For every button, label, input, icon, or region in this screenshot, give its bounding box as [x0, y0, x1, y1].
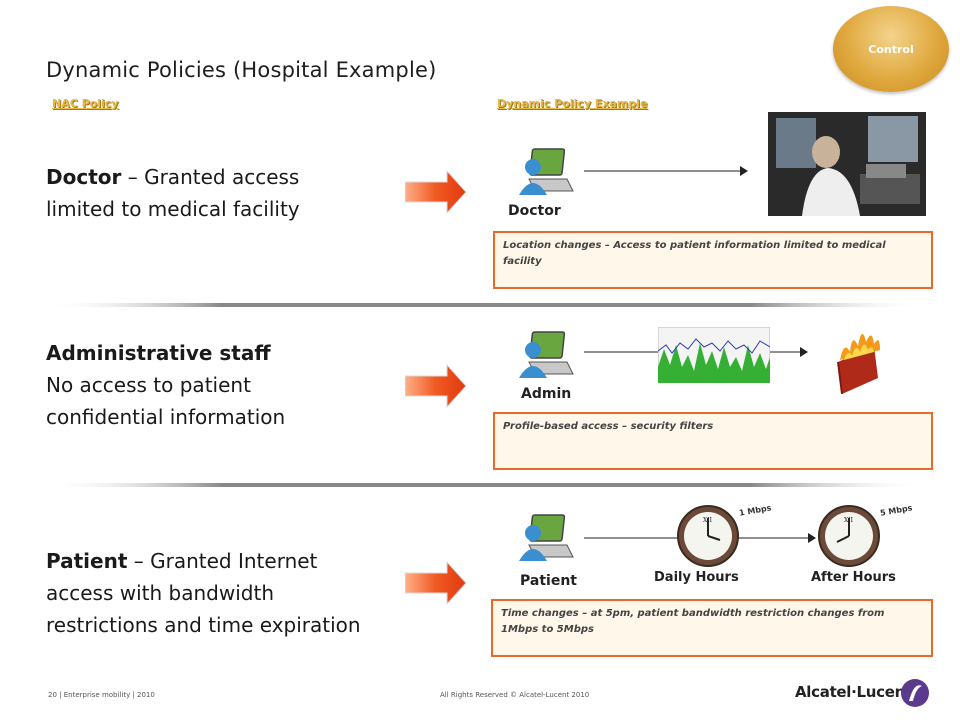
doctor-note: Location changes – Access to patient inf…	[493, 231, 933, 289]
svg-text:XII: XII	[844, 517, 854, 524]
admin-policy-text: Administrative staff No access to patien…	[46, 337, 285, 433]
clock-icon: XII	[818, 505, 880, 567]
alcatel-lucent-logo-icon	[901, 679, 929, 707]
dynamic-policy-header: Dynamic Policy Example	[497, 97, 648, 110]
svg-text:XII: XII	[703, 517, 713, 524]
patient-policy-text: Patient – Granted Internet access with b…	[46, 545, 361, 641]
rate-1mbps: 1 Mbps	[738, 503, 773, 518]
footer-page-info: 20 | Enterprise mobility | 2010	[48, 691, 155, 699]
admin-line3: confidential information	[46, 405, 286, 429]
laptop-user-icon	[519, 514, 574, 561]
patient-line2: access with bandwidth	[46, 581, 274, 605]
section-divider	[46, 303, 926, 307]
footer-copyright: All Rights Reserved © Alcatel-Lucent 201…	[440, 691, 590, 699]
arrow-right-icon	[405, 560, 467, 606]
laptop-user-icon	[519, 331, 574, 378]
doctor-photo	[768, 112, 926, 216]
admin-role: Administrative staff	[46, 341, 271, 365]
doctor-policy-text: Doctor – Granted access limited to medic…	[46, 161, 300, 225]
rate-5mbps: 5 Mbps	[879, 503, 914, 518]
page-title: Dynamic Policies (Hospital Example)	[46, 58, 437, 82]
doctor-role-rest: – Granted access	[121, 165, 300, 189]
after-hours-label: After Hours	[811, 570, 896, 585]
admin-note: Profile-based access – security filters	[493, 412, 933, 470]
control-badge-label: Control	[868, 42, 914, 56]
admin-user-label: Admin	[521, 386, 572, 402]
doctor-line2: limited to medical facility	[46, 197, 300, 221]
arrow-right-icon	[405, 169, 467, 215]
admin-line2: No access to patient	[46, 373, 251, 397]
patient-role-rest: – Granted Internet	[127, 549, 318, 573]
alcatel-lucent-wordmark: Alcatel·Lucent	[795, 683, 912, 701]
laptop-user-icon	[519, 148, 574, 195]
traffic-graph	[658, 327, 770, 383]
section-divider	[46, 483, 926, 487]
patient-user-label: Patient	[520, 573, 577, 589]
patient-role: Patient	[46, 549, 128, 573]
arrow-right-icon	[405, 363, 467, 409]
nac-policy-header: NAC Policy	[52, 97, 119, 110]
clock-icon: XII	[677, 505, 739, 567]
connector-arrow	[584, 166, 748, 176]
firewall-icon	[837, 333, 880, 394]
patient-line3: restrictions and time expiration	[46, 613, 361, 637]
doctor-user-label: Doctor	[508, 203, 561, 219]
daily-hours-label: Daily Hours	[654, 570, 739, 585]
patient-note: Time changes – at 5pm, patient bandwidth…	[491, 599, 933, 657]
control-badge: Control	[833, 6, 949, 92]
doctor-role: Doctor	[46, 165, 122, 189]
